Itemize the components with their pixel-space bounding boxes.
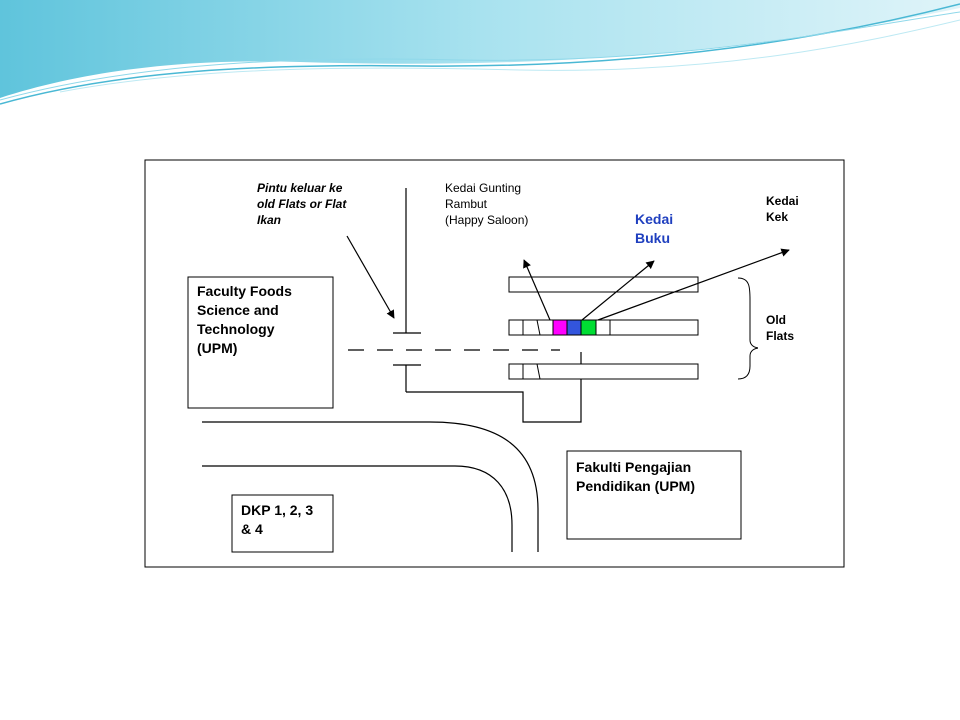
label-pintu-keluar: Pintu keluar ke old Flats or Flat Ikan xyxy=(257,181,347,227)
faculty-foods-box xyxy=(187,276,334,409)
old-flats-buildings xyxy=(508,276,761,380)
arrow-kedai-gunting xyxy=(523,259,551,321)
arrow-kedai-kek xyxy=(597,248,790,321)
label-dkp: DKP 1, 2, 3 & 4 xyxy=(241,502,314,537)
label-faculty-foods: Faculty Foods Science and Technology (UP… xyxy=(197,283,292,356)
flat-block-bottom xyxy=(508,363,699,380)
arrow-pintu-keluar xyxy=(346,235,395,319)
shop-kedai-gunting-marker xyxy=(552,319,568,336)
label-old-flats: Old Flats xyxy=(766,313,795,343)
dkp-box xyxy=(231,494,334,553)
shop-kedai-kek-marker xyxy=(580,319,597,336)
label-kedai-kek: Kedai Kek xyxy=(766,194,799,224)
label-kedai-buku: Kedai Buku xyxy=(635,211,674,246)
flat-block-top xyxy=(508,276,699,293)
label-kedai-gunting-rambut: Kedai Gunting Rambut (Happy Saloon) xyxy=(445,181,529,227)
pointer-arrows xyxy=(346,235,790,321)
roads xyxy=(202,188,582,552)
label-fakulti-pengajian: Fakulti Pengajian Pendidikan (UPM) xyxy=(576,459,696,494)
map-frame xyxy=(144,159,845,568)
arrow-kedai-buku xyxy=(581,260,655,321)
shop-kedai-buku-marker xyxy=(566,319,582,336)
fakulti-pengajian-box xyxy=(566,450,742,540)
header-wave xyxy=(0,0,960,105)
